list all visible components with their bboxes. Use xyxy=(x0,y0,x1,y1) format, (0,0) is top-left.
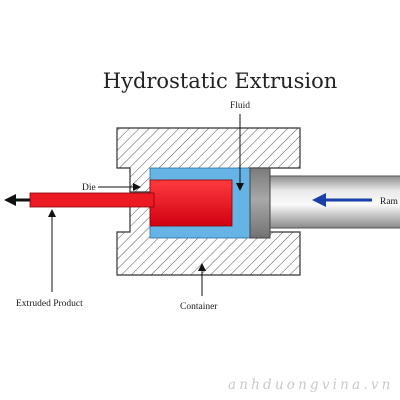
extruded-product-rod xyxy=(29,192,155,208)
container-label: Container xyxy=(180,302,218,312)
extruded-product-label: Extruded Product xyxy=(16,299,83,309)
ram-label: Ram xyxy=(380,197,399,207)
diagram-title: Hydrostatic Extrusion xyxy=(103,69,337,93)
watermark: anhduongvina.vn xyxy=(228,377,394,393)
product-exit-arrow xyxy=(4,194,30,206)
billet xyxy=(149,179,233,227)
ram-plug xyxy=(249,167,271,239)
fluid-label: Fluid xyxy=(230,101,250,111)
die-label: Die xyxy=(82,183,96,193)
ram-direction-arrow xyxy=(312,193,372,207)
